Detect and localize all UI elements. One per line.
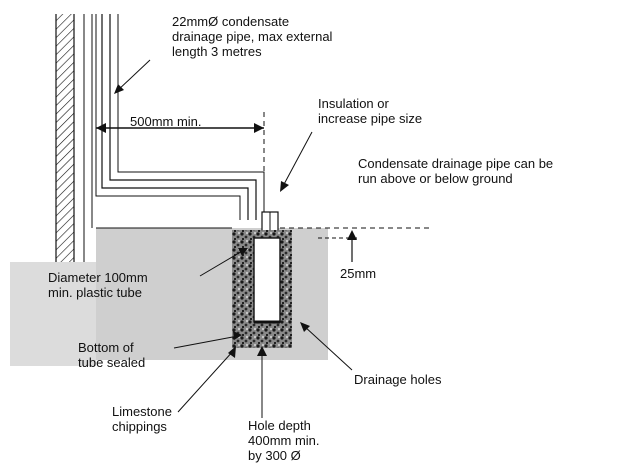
leader-insulation bbox=[281, 131, 313, 189]
leader-bottom bbox=[173, 335, 239, 349]
leader-tube bbox=[199, 249, 245, 277]
run-note-label: Condensate drainage pipe can be run abov… bbox=[358, 156, 554, 186]
leader-pipe-arrow bbox=[114, 84, 124, 94]
leader-pipe bbox=[115, 59, 151, 93]
holes-label: Drainage holes bbox=[354, 372, 442, 387]
leader-bottom-arrow bbox=[233, 331, 242, 340]
limestone-label: Limestone chippings bbox=[112, 404, 172, 434]
dimension-arrow-right bbox=[254, 123, 264, 133]
depth-offset-label: 25mm bbox=[340, 266, 377, 281]
insulation-line-2 bbox=[95, 14, 241, 220]
distance-label: 500mm min. bbox=[130, 114, 202, 129]
pipe-spec-label: 22mmØ condensate drainage pipe, max exte… bbox=[172, 14, 333, 59]
leader-holes-arrow bbox=[300, 322, 310, 332]
leader-tube-arrow bbox=[238, 248, 248, 256]
leader-limestone-arrow bbox=[228, 346, 236, 358]
leader-insulation-arrow bbox=[280, 181, 289, 192]
plastic-tube bbox=[253, 237, 281, 323]
wall-hatch bbox=[56, 14, 74, 262]
hole-depth-label: Hole depth 400mm min. by 300 Ø bbox=[248, 418, 320, 463]
ground-area bbox=[10, 262, 96, 366]
insulation-label: Insulation or increase pipe size bbox=[318, 96, 423, 126]
bottom-label: Bottom of tube sealed bbox=[78, 340, 146, 370]
leader-limestone bbox=[177, 349, 235, 413]
tube-label: Diameter 100mm min. plastic tube bbox=[48, 270, 148, 300]
leader-depth-arrow bbox=[257, 346, 267, 356]
leader-holes bbox=[303, 325, 353, 371]
condensate-pipe-inner bbox=[109, 14, 257, 220]
dimension-arrow-left bbox=[96, 123, 106, 133]
insulation-line bbox=[117, 14, 265, 212]
condensate-pipe-outer bbox=[101, 14, 249, 220]
